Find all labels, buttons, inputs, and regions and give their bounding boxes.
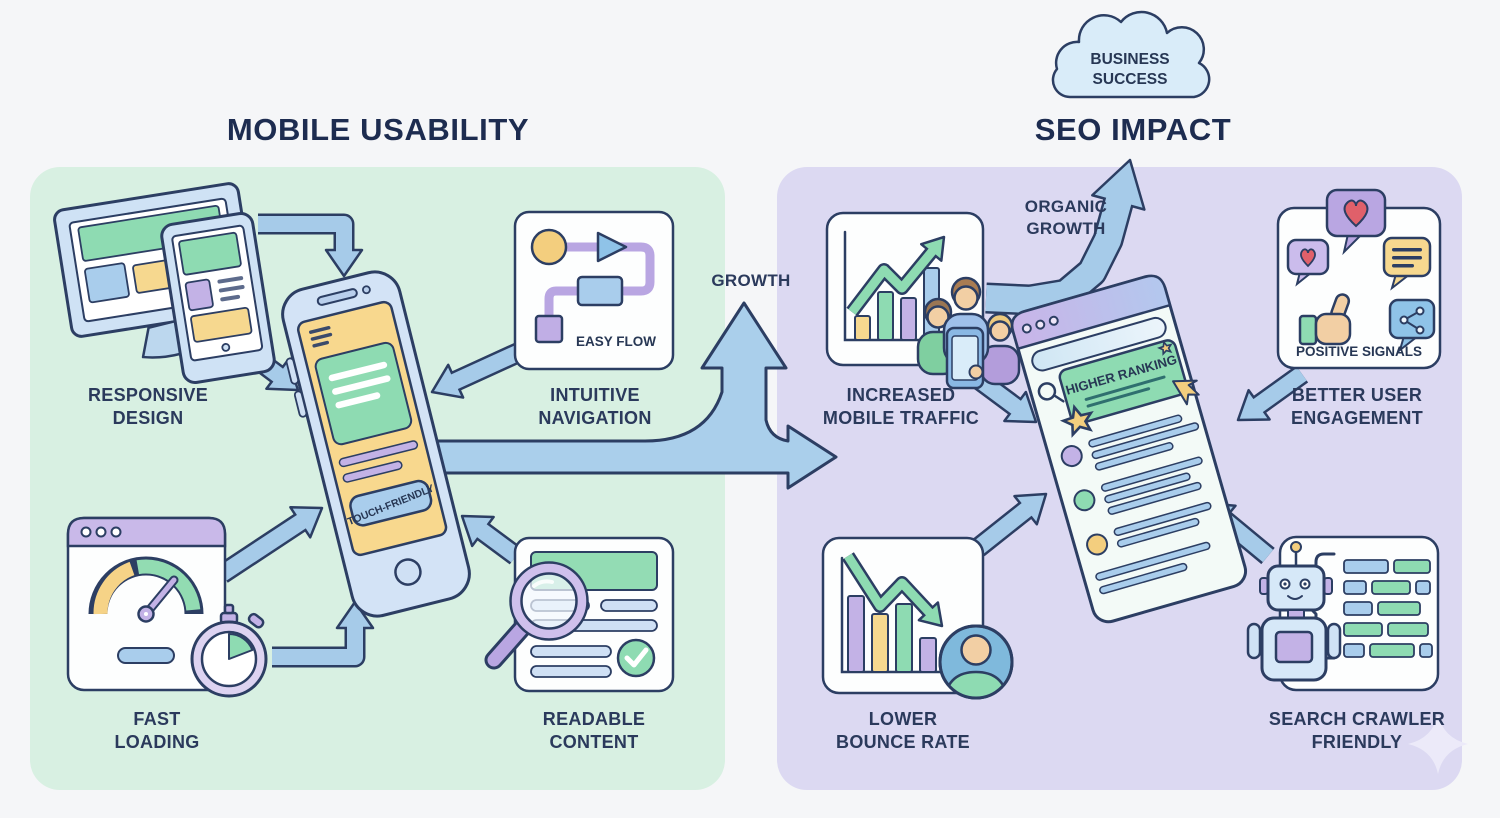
arrow-organic-growth — [985, 158, 1146, 316]
robot-icon — [1246, 541, 1342, 682]
flow-end-node — [534, 314, 564, 344]
trend-up-arrow — [846, 235, 946, 317]
flow-step-node — [576, 275, 624, 307]
touch-friendly-button — [349, 479, 433, 527]
star-icon — [1059, 403, 1094, 438]
heart-bubble-icon — [1325, 188, 1387, 256]
responsive-design-icon — [53, 182, 276, 384]
mobile-traffic-card — [825, 211, 1021, 390]
label-responsive-design: RESPONSIVE DESIGN — [87, 385, 209, 429]
label-increased-mobile-traffic: INCREASED MOBILE TRAFFIC — [822, 385, 980, 429]
small-heart-bubble-icon — [1286, 238, 1330, 287]
search-crawler-card — [1246, 535, 1440, 692]
label-search-crawler-friendly: SEARCH CRAWLER FRIENDLY — [1268, 709, 1446, 753]
search-icon — [1037, 382, 1065, 403]
growth-split-arrow — [428, 301, 838, 490]
easy-flow-card: EASY FLOW — [513, 210, 675, 371]
cloud-label-line1: BUSINESS — [1090, 51, 1169, 68]
stopwatch-icon — [190, 603, 268, 698]
fast-loading-card — [66, 516, 268, 698]
code-blocks-icon — [1343, 559, 1433, 658]
label-intuitive-navigation: INTUITIVE NAVIGATION — [538, 385, 652, 429]
trend-down-arrow — [842, 552, 944, 628]
star-icon — [1157, 340, 1173, 356]
cloud-label-line2: SUCCESS — [1093, 71, 1168, 88]
trend-arrows — [842, 235, 946, 628]
sparkle-icon — [1408, 714, 1468, 774]
readable-content-card — [484, 536, 675, 693]
arrow-readable-to-phone — [460, 514, 523, 565]
people-group-icon — [916, 276, 1021, 390]
easy-flow-label: EASY FLOW — [576, 334, 656, 349]
mobile-usability-title: MOBILE USABILITY — [226, 112, 530, 147]
label-fast-loading: FAST LOADING — [114, 709, 200, 753]
positive-signals-label: POSITIVE SIGNALS — [1296, 344, 1422, 359]
arrow-fastloading-to-phone — [216, 506, 324, 583]
search-results-window: HIGHER RANKING — [1010, 274, 1248, 624]
check-icon — [616, 638, 656, 678]
arrow-bounce-to-browser — [971, 492, 1048, 557]
comment-bubble-icon — [1382, 236, 1432, 291]
positive-signals-card: POSITIVE SIGNALS — [1276, 188, 1442, 370]
tablet-icon — [160, 212, 276, 384]
magnifier-icon — [484, 561, 589, 670]
share-bubble-icon — [1388, 298, 1436, 353]
thumbs-up-icon — [1298, 293, 1352, 346]
arrow-signals-to-browser — [1236, 365, 1309, 422]
label-growth: GROWTH — [711, 271, 791, 290]
top-result-banner — [1058, 339, 1189, 425]
label-readable-content: READABLE CONTENT — [542, 709, 646, 753]
speedometer-icon — [88, 556, 204, 623]
arrow-easyflow-to-phone — [430, 340, 529, 399]
business-success-cloud: BUSINESS SUCCESS — [1051, 10, 1211, 99]
label-better-user-engagement: BETTER USER ENGAGEMENT — [1290, 385, 1424, 429]
seo-impact-title: SEO IMPACT — [1034, 112, 1232, 147]
label-lower-bounce-rate: LOWER BOUNCE RATE — [836, 709, 970, 753]
smartphone-icon: TOUCH-FRIENDLY — [281, 270, 471, 618]
label-organic-growth: ORGANIC GROWTH — [1024, 197, 1108, 238]
flow-arrowhead-icon — [596, 231, 628, 263]
cursor-icon — [1172, 379, 1200, 406]
flow-start-node — [530, 228, 568, 266]
arrow-stopwatch-to-phone — [272, 600, 375, 668]
arrow-monitor-to-phone — [258, 213, 364, 278]
